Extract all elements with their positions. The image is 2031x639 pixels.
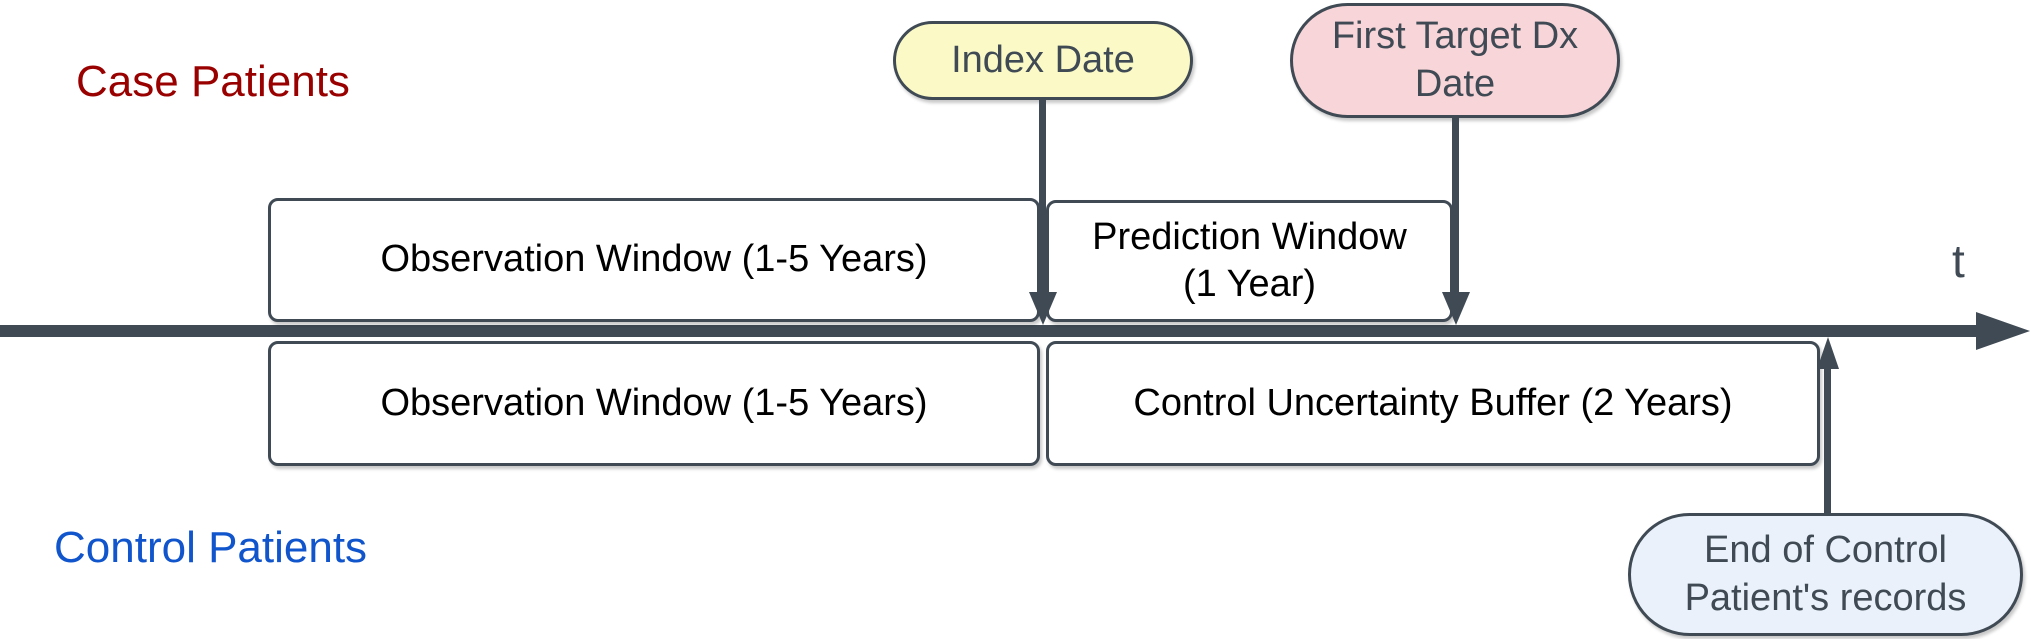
first-target-dx-line1: First Target Dx: [1331, 15, 1579, 57]
time-axis-arrowhead-icon: [1976, 312, 2030, 350]
prediction-window-line2: (1 Year): [1182, 263, 1317, 305]
first-target-dx-connector-line: [1452, 118, 1459, 294]
first-target-dx-line2: Date: [1414, 62, 1496, 105]
time-axis-line: [0, 325, 1978, 337]
first-target-dx-arrowhead-icon: [1442, 292, 1470, 325]
end-of-records-line2: Patient's records: [1684, 576, 1967, 619]
prediction-window-line1: Prediction Window: [1092, 215, 1407, 258]
index-date-arrowhead-icon: [1029, 292, 1057, 325]
end-of-records-pill: End of Control Patient's records: [1628, 513, 2023, 636]
control-uncertainty-buffer-label: Control Uncertainty Buffer (2 Years): [1133, 381, 1733, 424]
control-patients-label: Control Patients: [54, 523, 368, 572]
control-observation-window-box: Observation Window (1-5 Years): [268, 341, 1040, 466]
control-uncertainty-buffer-box: Control Uncertainty Buffer (2 Years): [1046, 341, 1820, 466]
prediction-window-box: Prediction Window (1 Year): [1046, 200, 1453, 322]
case-observation-window-box: Observation Window (1-5 Years): [268, 198, 1040, 322]
case-patients-label: Case Patients: [76, 57, 350, 106]
end-of-records-line1: End of Control: [1704, 529, 1947, 571]
index-date-label: Index Date: [951, 38, 1135, 81]
prediction-window-label: Prediction Window (1 Year): [1092, 214, 1407, 309]
control-observation-window-label: Observation Window (1-5 Years): [380, 381, 928, 424]
first-target-dx-label: First Target Dx Date: [1332, 13, 1578, 108]
time-axis-label: t: [1952, 235, 1965, 287]
end-of-records-label: End of Control Patient's records: [1685, 527, 1967, 622]
end-of-records-connector-line: [1824, 368, 1831, 513]
index-date-pill: Index Date: [893, 21, 1193, 100]
first-target-dx-pill: First Target Dx Date: [1290, 3, 1620, 118]
index-date-connector-line: [1039, 100, 1046, 294]
case-observation-window-label: Observation Window (1-5 Years): [380, 238, 928, 281]
end-of-records-arrowhead-icon: [1817, 337, 1839, 369]
